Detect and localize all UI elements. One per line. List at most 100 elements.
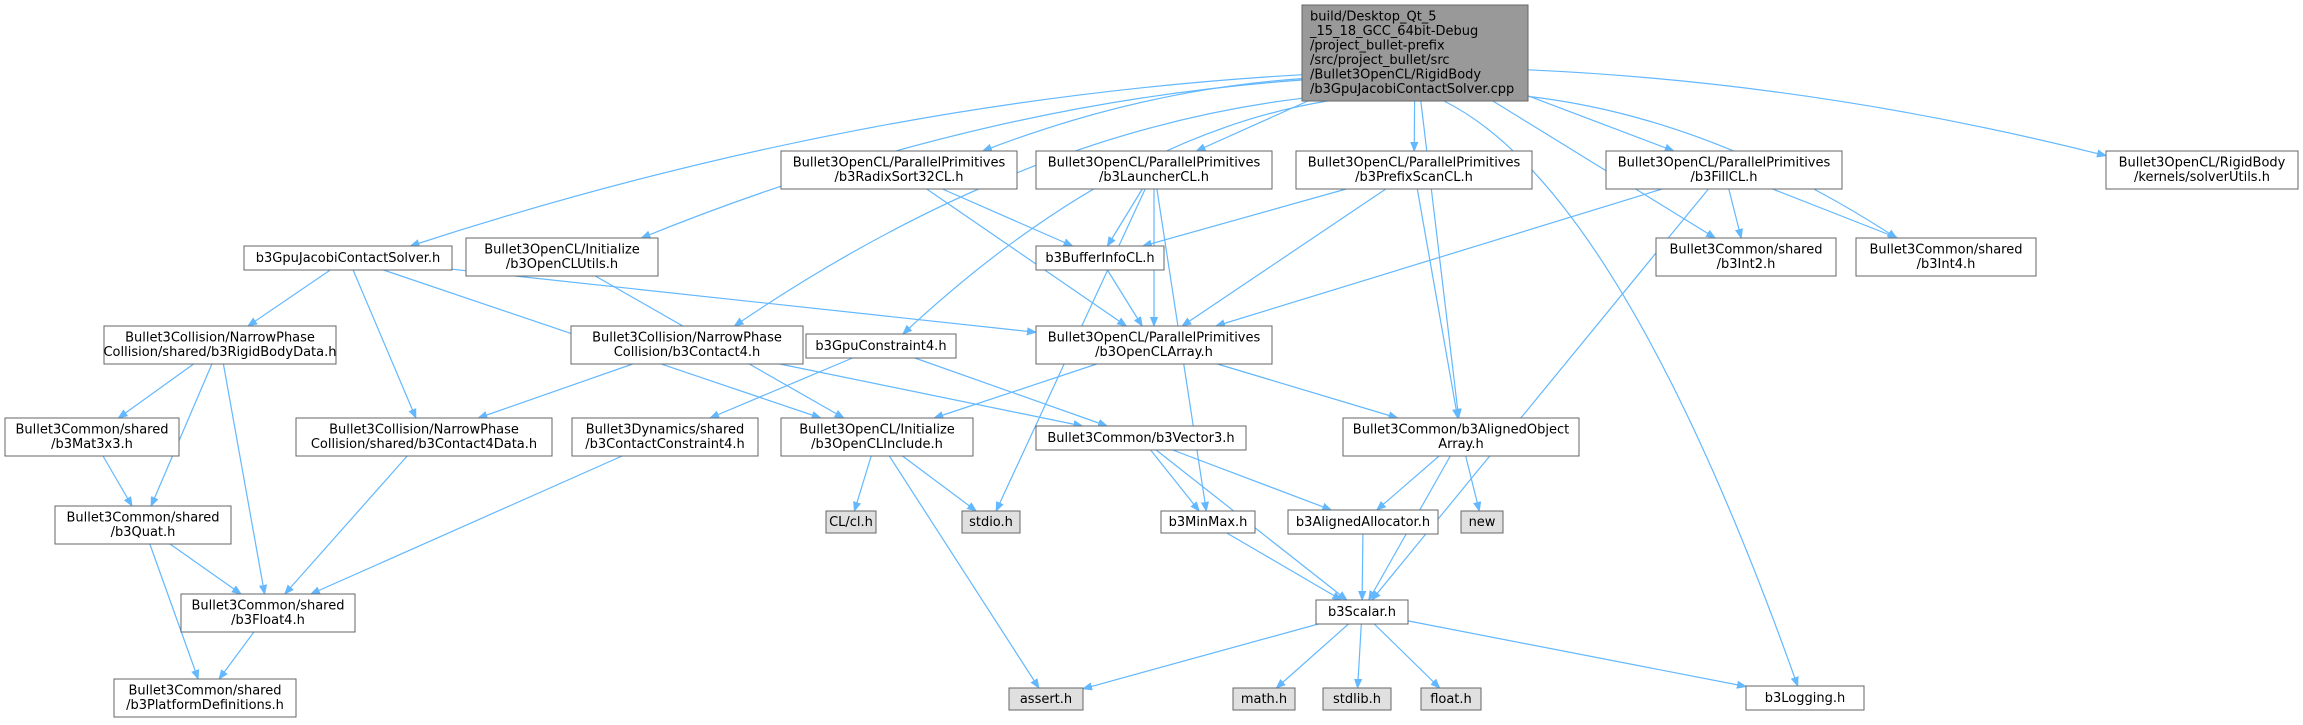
include-edge-root-to-solverutils (1527, 69, 2106, 156)
node-box (113, 678, 297, 718)
node-label-line: /Bullet3OpenCL/RigidBody (1310, 68, 1481, 83)
include-edge-rigidbody-to-quat (150, 363, 213, 506)
include-edge-root-to-solverh (411, 74, 1303, 246)
node-prefix[interactable]: Bullet3OpenCL/ParallelPrimitives/b3Prefi… (1295, 150, 1533, 190)
node-label-line: /b3Int2.h (1717, 257, 1776, 272)
node-vector3[interactable]: Bullet3Common/b3Vector3.h (1035, 425, 1247, 451)
include-edge-quat-to-float4 (169, 543, 241, 594)
node-int4[interactable]: Bullet3Common/shared/b3Int4.h (1855, 237, 2037, 277)
node-label-line: Bullet3Collision/NarrowPhase (592, 331, 782, 346)
include-edge-contactconstraint-to-float4 (311, 455, 623, 595)
node-label-line: Bullet3OpenCL/ParallelPrimitives (1048, 331, 1261, 346)
node-contactconstraint[interactable]: Bullet3Dynamics/shared/b3ContactConstrai… (571, 417, 759, 457)
node-label-line: Bullet3Common/shared (1670, 243, 1823, 258)
node-box (1295, 150, 1533, 190)
node-radix[interactable]: Bullet3OpenCL/ParallelPrimitives/b3Radix… (780, 150, 1018, 190)
include-edge-rigidbody-to-mat3x3 (118, 363, 194, 418)
node-root[interactable]: build/Desktop_Qt_5_15_18_GCC_64bit-Debug… (1301, 4, 1529, 102)
node-label-line: /src/project_bullet/src (1310, 53, 1450, 68)
node-label-line: /b3Int4.h (1917, 257, 1976, 272)
node-bufferinfo[interactable]: b3BufferInfoCL.h (1035, 245, 1165, 271)
include-edge-scalar-to-floath (1373, 623, 1439, 688)
include-edge-root-to-fill (1527, 95, 1674, 151)
node-box (571, 417, 759, 457)
node-solverh[interactable]: b3GpuJacobiContactSolver.h (243, 245, 453, 271)
include-edge-root-to-int2 (1492, 100, 1715, 238)
node-label-line: /b3OpenCLInclude.h (811, 437, 943, 452)
include-edge-allocator-to-scalar (1362, 533, 1363, 600)
node-quat[interactable]: Bullet3Common/shared/b3Quat.h (54, 505, 232, 545)
node-box (103, 325, 337, 365)
node-box (805, 333, 957, 359)
node-label-line: /b3OpenCLUtils.h (506, 257, 618, 272)
node-label-line: new (1469, 515, 1496, 530)
node-contact4data[interactable]: Bullet3Collision/NarrowPhaseCollision/sh… (295, 417, 553, 457)
include-edge-fill-to-int2 (1728, 188, 1741, 238)
node-box (780, 417, 974, 457)
node-label-line: Collision/shared/b3Contact4Data.h (311, 437, 537, 452)
node-platform[interactable]: Bullet3Common/shared/b3PlatformDefinitio… (113, 678, 297, 718)
node-label-line: b3AlignedAllocator.h (1296, 515, 1430, 530)
node-label-line: /b3PlatformDefinitions.h (126, 698, 284, 713)
node-logging[interactable]: b3Logging.h (1745, 685, 1865, 711)
node-label-line: assert.h (1020, 692, 1072, 707)
node-new: new (1460, 510, 1504, 534)
node-label-line: _15_18_GCC_64bit-Debug (1309, 24, 1478, 39)
node-gpuconstraint[interactable]: b3GpuConstraint4.h (805, 333, 957, 359)
node-label-line: Bullet3Common/shared (67, 511, 220, 526)
node-scalar[interactable]: b3Scalar.h (1315, 599, 1409, 625)
node-label-line: Collision/shared/b3RigidBodyData.h (103, 345, 336, 360)
node-box (1322, 687, 1392, 711)
include-edge-quat-to-platform (149, 543, 198, 679)
node-rigidbody[interactable]: Bullet3Collision/NarrowPhaseCollision/sh… (103, 325, 337, 365)
node-label-line: Bullet3Dynamics/shared (586, 423, 745, 438)
node-label-line: Bullet3OpenCL/ParallelPrimitives (1308, 156, 1521, 171)
node-label-line: Bullet3Collision/NarrowPhase (329, 423, 519, 438)
node-int2[interactable]: Bullet3Common/shared/b3Int2.h (1655, 237, 1837, 277)
include-edge-fill-to-int4 (1772, 188, 1898, 239)
node-label-line: /b3LauncherCL.h (1099, 170, 1209, 185)
node-contact4[interactable]: Bullet3Collision/NarrowPhaseCollision/b3… (570, 325, 804, 365)
node-openclarray[interactable]: Bullet3OpenCL/ParallelPrimitives/b3OpenC… (1035, 325, 1273, 365)
node-box (243, 245, 453, 271)
include-edge-rigidbody-to-float4 (222, 363, 264, 594)
node-label-line: b3BufferInfoCL.h (1045, 251, 1154, 266)
include-edge-root-to-contact4 (734, 97, 1303, 326)
include-edge-alignedarray-to-new (1465, 455, 1480, 511)
include-edge-alignedarray-to-allocator (1377, 455, 1440, 510)
node-stdio: stdio.h (961, 510, 1021, 534)
node-box (1855, 237, 2037, 277)
include-edge-solverh-to-openclarray (451, 268, 1036, 332)
node-minmax[interactable]: b3MinMax.h (1160, 510, 1256, 534)
node-box (465, 237, 659, 277)
include-edge-root-to-alignedarray (1420, 100, 1459, 418)
include-edge-bufferinfo-to-openclarray (1106, 269, 1142, 326)
node-openclinclude[interactable]: Bullet3OpenCL/Initialize/b3OpenCLInclude… (780, 417, 974, 457)
include-edge-root-to-gpuconstraint (903, 100, 1328, 334)
node-box (1008, 687, 1084, 711)
node-box (1287, 509, 1439, 535)
node-mat3x3[interactable]: Bullet3Common/shared/b3Mat3x3.h (4, 417, 180, 457)
node-label-line: /b3OpenCLArray.h (1095, 345, 1213, 360)
node-label-line: CL/cl.h (829, 515, 873, 530)
node-box (295, 417, 553, 457)
node-launcher[interactable]: Bullet3OpenCL/ParallelPrimitives/b3Launc… (1035, 150, 1273, 190)
node-box (1745, 685, 1865, 711)
include-edge-root-to-logging (1443, 100, 1798, 686)
node-math: math.h (1232, 687, 1296, 711)
node-float4[interactable]: Bullet3Common/shared/b3Float4.h (180, 593, 356, 633)
node-fill[interactable]: Bullet3OpenCL/ParallelPrimitives/b3FillC… (1605, 150, 1843, 190)
node-label-line: b3Scalar.h (1328, 605, 1396, 620)
include-edge-radix-to-bufferinfo (942, 188, 1072, 247)
node-box (1655, 237, 1837, 277)
include-edge-launcher-to-bufferinfo (1107, 188, 1143, 246)
node-label-line: Array.h (1438, 437, 1484, 452)
node-label-line: stdlib.h (1333, 692, 1381, 707)
node-label-line: Bullet3Common/b3Vector3.h (1047, 431, 1234, 446)
node-allocator[interactable]: b3AlignedAllocator.h (1287, 509, 1439, 535)
node-solverutils[interactable]: Bullet3OpenCL/RigidBody/kernels/solverUt… (2105, 150, 2299, 190)
node-utils[interactable]: Bullet3OpenCL/Initialize/b3OpenCLUtils.h (465, 237, 659, 277)
node-label-line: /b3Float4.h (231, 613, 305, 628)
node-box (961, 510, 1021, 534)
